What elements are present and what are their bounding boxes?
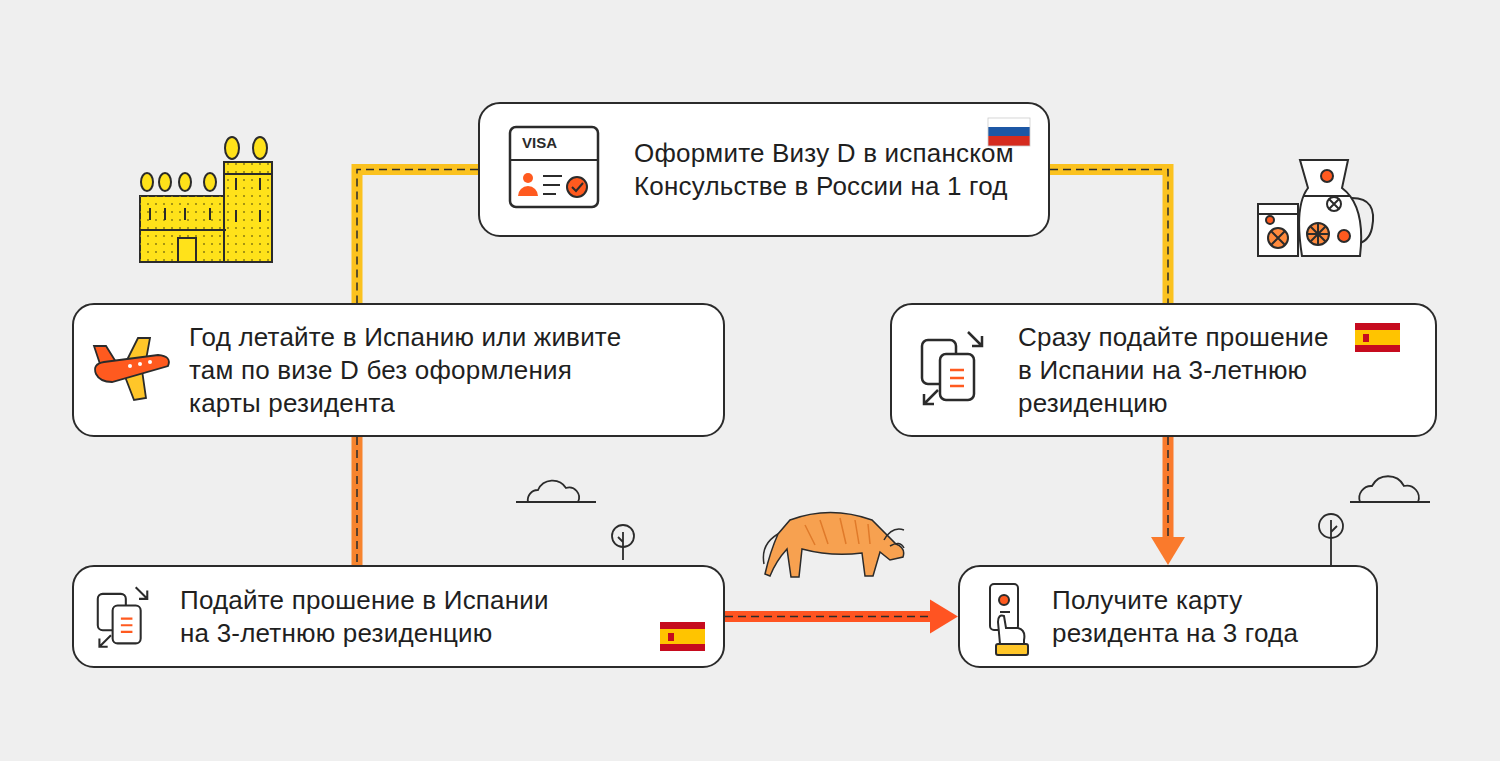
arrowhead [1151, 537, 1185, 565]
flow-connector [1050, 170, 1168, 304]
box-text: Год летайте в Испанию или живите там по … [189, 321, 639, 420]
spain-flag [660, 622, 705, 651]
resident-card-icon [990, 584, 1028, 655]
flow-connector [357, 437, 358, 565]
box-fill [73, 304, 724, 436]
process-box: Сразу подайте прошение в Испании на 3-ле… [890, 303, 1437, 437]
connector-band [725, 611, 932, 622]
connector-dash [356, 437, 358, 565]
box-fill [891, 304, 1436, 436]
visa-card-icon [510, 127, 598, 207]
process-box: Оформите Визу D в испанском Консульстве … [478, 102, 1050, 237]
process-box: Получите карту резидента на 3 года [958, 565, 1378, 668]
box-fill [959, 566, 1377, 667]
documents-icon [98, 587, 147, 646]
connector-band [1050, 170, 1168, 304]
spain-flag [1355, 323, 1400, 352]
sangria-illustration [1258, 160, 1373, 256]
documents-icon [922, 332, 982, 404]
connector-band [352, 437, 363, 565]
connector-dash [1050, 170, 1168, 304]
box-fill [479, 103, 1049, 236]
flow-connector [725, 600, 958, 634]
box-fill [73, 566, 724, 667]
connector-band [1163, 437, 1174, 539]
arrowhead [930, 600, 958, 634]
process-box: Подайте прошение в Испании на 3-летнюю р… [72, 565, 725, 668]
connector-dash [1167, 437, 1169, 539]
bull-illustration [763, 513, 904, 578]
plane-icon [94, 338, 169, 400]
box-text: Получите карту резидента на 3 года [1052, 584, 1352, 650]
box-text: Подайте прошение в Испании на 3-летнюю р… [180, 584, 575, 650]
icon-label: VISA [522, 134, 557, 152]
process-box: Год летайте в Испанию или живите там по … [72, 303, 725, 437]
flow-connector [357, 170, 478, 304]
connector-dash [357, 170, 478, 304]
box-text: Оформите Визу D в испанском Консульстве … [634, 137, 1029, 203]
connector-band [357, 170, 478, 304]
castle-illustration [140, 137, 272, 262]
flow-connector [1151, 437, 1185, 565]
box-text: Сразу подайте прошение в Испании на 3-ле… [1018, 321, 1343, 420]
scenery [516, 476, 1430, 565]
connector-dash [725, 616, 932, 618]
